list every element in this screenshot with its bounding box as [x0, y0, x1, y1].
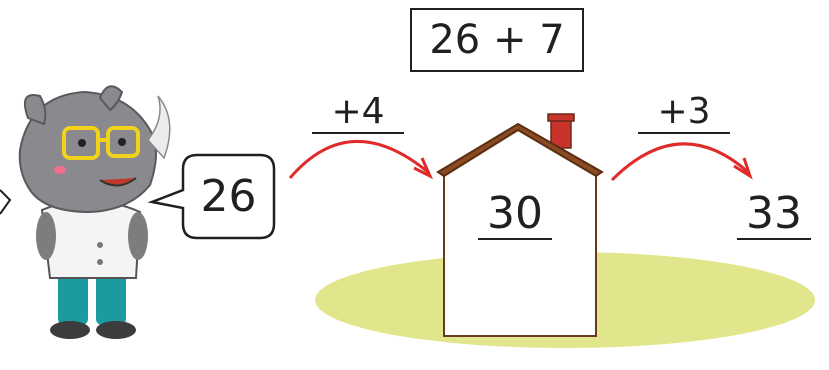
step-label-plus-4: +4 — [312, 92, 404, 134]
offscreen-speech-tail — [0, 190, 10, 214]
expression-box: 26 + 7 — [410, 8, 584, 72]
expression-text: 26 + 7 — [429, 17, 564, 63]
rhino-character — [20, 86, 170, 339]
jump-arrow-1 — [290, 141, 430, 178]
speech-number: 26 — [183, 155, 274, 238]
house-number: 30 — [478, 190, 552, 240]
jump-arrow-2 — [612, 144, 750, 180]
result-number: 33 — [737, 190, 811, 240]
step-label-plus-3: +3 — [638, 92, 730, 134]
